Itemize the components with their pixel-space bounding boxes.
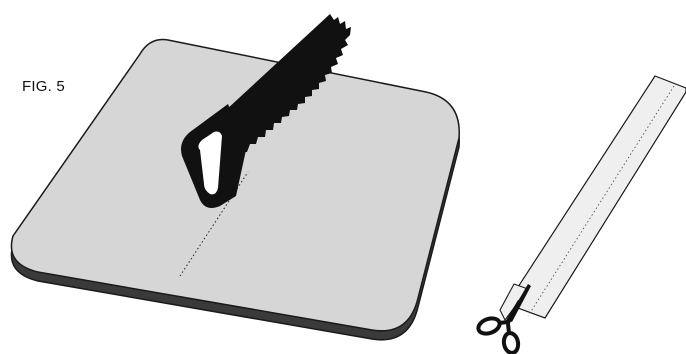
cut-strip [500,76,686,320]
figure-label: FIG. 5 [22,79,65,94]
scissors-pivot [506,320,511,325]
scissors-loop-bottom [502,332,519,354]
strip-outline [507,76,686,318]
scissors-shank-bottom [508,324,509,333]
scissors-loop-left [476,316,501,337]
scissors-icon [476,284,531,354]
